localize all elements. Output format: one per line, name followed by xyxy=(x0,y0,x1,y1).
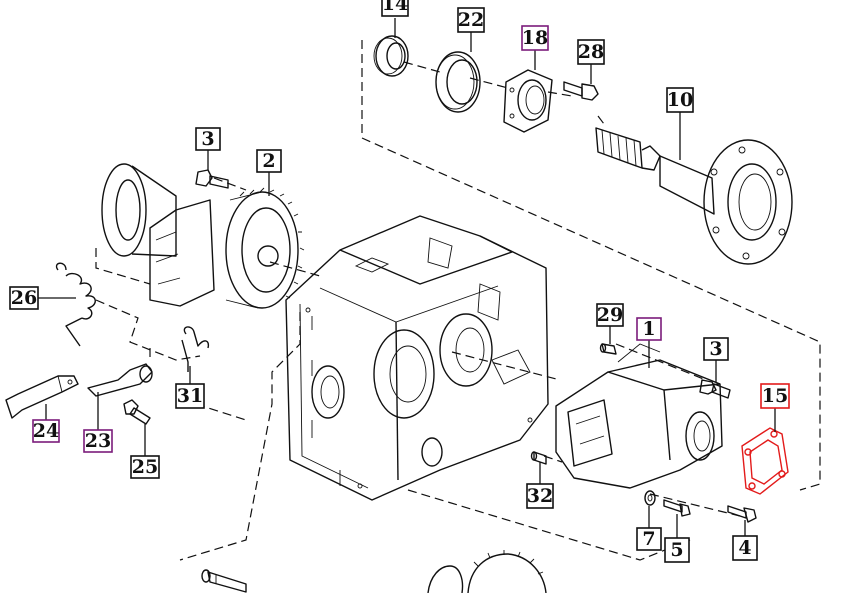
part-28-bolt[interactable] xyxy=(563,81,599,101)
callout-31[interactable]: 31 xyxy=(175,383,205,409)
callout-label: 3 xyxy=(201,128,214,150)
part-31-spring-clip[interactable] xyxy=(181,326,210,372)
callout-10[interactable]: 10 xyxy=(666,87,694,113)
callout-border xyxy=(521,25,549,51)
callout-label: 28 xyxy=(578,41,604,63)
transmission-housing xyxy=(285,215,549,501)
part-23-link-arm[interactable] xyxy=(87,363,153,397)
callout-3-lower[interactable]: 3 xyxy=(703,337,729,361)
part-32-dowel-pin[interactable] xyxy=(530,451,547,465)
callout-border xyxy=(636,317,662,341)
callout-23[interactable]: 23 xyxy=(83,429,113,453)
callout-24[interactable]: 24 xyxy=(32,419,60,443)
callout-label: 2 xyxy=(262,150,275,172)
callout-29[interactable]: 29 xyxy=(596,303,624,327)
part-18-bearing-retainer[interactable] xyxy=(503,69,553,133)
callout-26[interactable]: 26 xyxy=(9,286,39,310)
callout-label: 7 xyxy=(642,528,655,550)
lower-shaft-partial xyxy=(201,569,247,593)
callout-border xyxy=(256,149,282,173)
callout-label: 3 xyxy=(709,338,722,360)
part-7-washer[interactable] xyxy=(644,490,656,506)
part-26-spring[interactable] xyxy=(55,262,96,347)
callout-25[interactable]: 25 xyxy=(130,455,160,479)
callout-label: 5 xyxy=(670,539,683,561)
callout-border xyxy=(732,535,758,561)
callout-border xyxy=(526,483,554,509)
callout-32[interactable]: 32 xyxy=(526,483,554,509)
callout-border xyxy=(175,383,205,409)
part-10-axle-shaft[interactable] xyxy=(595,127,793,265)
part-3-bolt-upper[interactable] xyxy=(195,169,229,189)
callout-border xyxy=(83,429,113,453)
callout-border xyxy=(457,7,485,33)
callout-label: 1 xyxy=(642,318,655,340)
part-29-dowel-pin[interactable] xyxy=(599,343,617,355)
part-15-gasket[interactable] xyxy=(741,427,789,495)
callout-label: 26 xyxy=(11,287,37,309)
callout-2[interactable]: 2 xyxy=(256,149,282,173)
callout-3-upper[interactable]: 3 xyxy=(195,127,221,151)
callout-border xyxy=(9,286,39,310)
callout-label: 24 xyxy=(33,420,59,442)
assembly-guide-lines xyxy=(95,40,821,561)
callout-border xyxy=(32,419,60,443)
callout-label: 32 xyxy=(527,485,553,507)
callout-border xyxy=(703,337,729,361)
part-3-bolt-lower[interactable] xyxy=(699,379,731,399)
callout-22[interactable]: 22 xyxy=(457,7,485,33)
callout-border xyxy=(381,0,409,17)
callout-label: 18 xyxy=(522,27,548,49)
part-24-lever[interactable] xyxy=(5,375,79,419)
callout-label: 22 xyxy=(458,9,484,31)
callout-border xyxy=(664,537,690,563)
part-1-rear-housing[interactable] xyxy=(555,343,723,489)
leader-lines xyxy=(38,18,776,538)
callout-border xyxy=(636,527,662,551)
callout-border xyxy=(195,127,221,151)
callout-label: 31 xyxy=(177,385,203,407)
callout-28[interactable]: 28 xyxy=(577,39,605,65)
callout-15[interactable]: 15 xyxy=(760,383,790,409)
callout-border xyxy=(130,455,160,479)
callout-1[interactable]: 1 xyxy=(636,317,662,341)
callout-border xyxy=(577,39,605,65)
callout-border xyxy=(666,87,694,113)
part-4-bolt[interactable] xyxy=(727,505,757,523)
callout-label: 10 xyxy=(667,89,693,111)
part-22-seal-ring[interactable] xyxy=(435,51,481,113)
callout-label: 25 xyxy=(132,456,158,478)
callout-border xyxy=(596,303,624,327)
callout-label: 14 xyxy=(382,0,408,15)
lower-gear-partial xyxy=(427,550,547,593)
callout-label: 23 xyxy=(85,430,111,452)
part-2-differential-assembly[interactable] xyxy=(101,163,305,309)
part-25-bolt[interactable] xyxy=(123,399,151,425)
callout-14[interactable]: 14 xyxy=(381,0,409,17)
callout-7[interactable]: 7 xyxy=(636,527,662,551)
callout-5[interactable]: 5 xyxy=(664,537,690,563)
callout-label: 4 xyxy=(738,537,751,559)
part-14-oil-seal[interactable] xyxy=(373,35,409,77)
callout-4[interactable]: 4 xyxy=(732,535,758,561)
callout-18[interactable]: 18 xyxy=(521,25,549,51)
callout-label: 15 xyxy=(762,385,788,407)
callout-label: 29 xyxy=(597,304,623,326)
part-5-bolt[interactable] xyxy=(663,499,691,517)
callout-border xyxy=(760,383,790,409)
